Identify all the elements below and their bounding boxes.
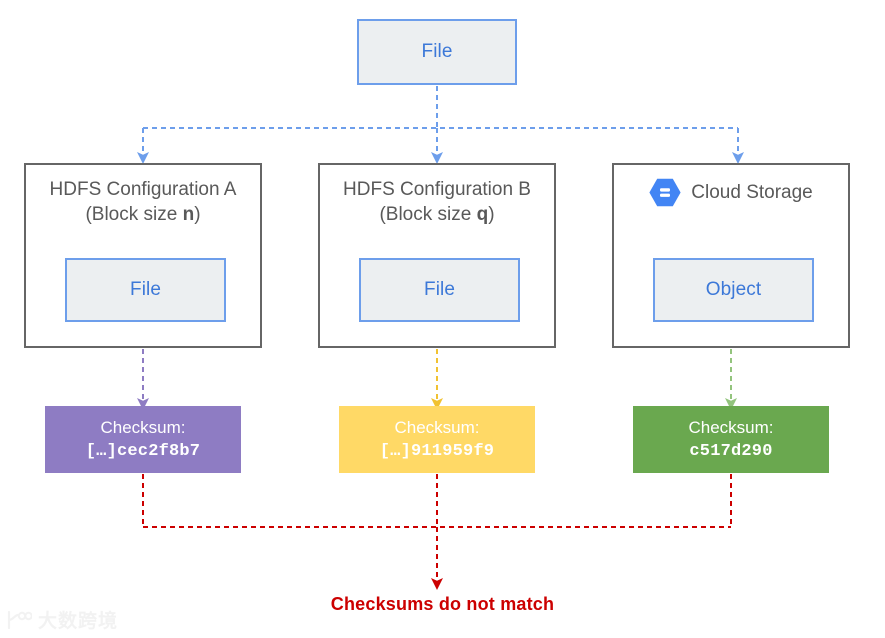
hdfs-b-inner-file-label: File xyxy=(423,279,455,300)
hdfs-b-blocksize-value: q xyxy=(476,204,489,225)
cloud-storage-inner-object-box[interactable]: Object xyxy=(653,258,814,322)
cloud-storage-title: Cloud Storage xyxy=(614,178,848,207)
hdfs-b-title: HDFS Configuration B (Block size q) xyxy=(320,177,554,227)
hdfs-a-title-line1: HDFS Configuration A xyxy=(49,179,237,200)
checksum-a-label: Checksum: xyxy=(100,418,186,438)
cloud-storage-box[interactable]: Cloud Storage Object xyxy=(612,163,850,348)
hdfs-b-title-line1: HDFS Configuration B xyxy=(343,179,531,200)
hdfs-configuration-b-box[interactable]: HDFS Configuration B (Block size q) File xyxy=(318,163,556,348)
gcs-bucket-icon xyxy=(649,178,681,207)
cloud-storage-label: Cloud Storage xyxy=(691,181,813,203)
hdfs-a-blocksize-value: n xyxy=(182,204,195,225)
hdfs-configuration-a-box[interactable]: HDFS Configuration A (Block size n) File xyxy=(24,163,262,348)
hdfs-a-blocksize-suffix: ) xyxy=(194,204,201,225)
hdfs-b-inner-file-box[interactable]: File xyxy=(359,258,520,322)
hdfs-a-inner-file-box[interactable]: File xyxy=(65,258,226,322)
source-file-label: File xyxy=(421,41,453,62)
checksum-b-hash: […]911959f9 xyxy=(379,441,495,461)
wire-file-to-branches xyxy=(137,86,744,164)
watermark-text: 大数跨境 xyxy=(38,610,119,632)
hdfs-b-blocksize-prefix: (Block size xyxy=(379,204,477,225)
cloud-storage-inner-object-label: Object xyxy=(705,279,762,300)
checksum-box-hdfs-b[interactable]: Checksum: […]911959f9 xyxy=(339,406,535,473)
hdfs-a-blocksize-prefix: (Block size xyxy=(85,204,183,225)
hdfs-a-title: HDFS Configuration A (Block size n) xyxy=(26,177,260,227)
wire-checksums-to-result xyxy=(142,474,732,590)
watermark: 大数跨境 xyxy=(6,606,118,633)
source-file-box[interactable]: File xyxy=(357,19,517,85)
watermark-logo-icon xyxy=(7,610,32,629)
checksum-c-label: Checksum: xyxy=(688,418,774,438)
checksum-box-hdfs-a[interactable]: Checksum: […]cec2f8b7 xyxy=(45,406,241,473)
hdfs-b-blocksize-suffix: ) xyxy=(488,204,495,225)
result-caption: Checksums do not match xyxy=(330,594,555,614)
checksum-c-hash: c517d290 xyxy=(689,441,773,461)
hdfs-a-inner-file-label: File xyxy=(129,279,161,300)
checksum-b-label: Checksum: xyxy=(394,418,480,438)
checksum-box-cloud-storage[interactable]: Checksum: c517d290 xyxy=(633,406,829,473)
checksum-a-hash: […]cec2f8b7 xyxy=(85,441,201,461)
